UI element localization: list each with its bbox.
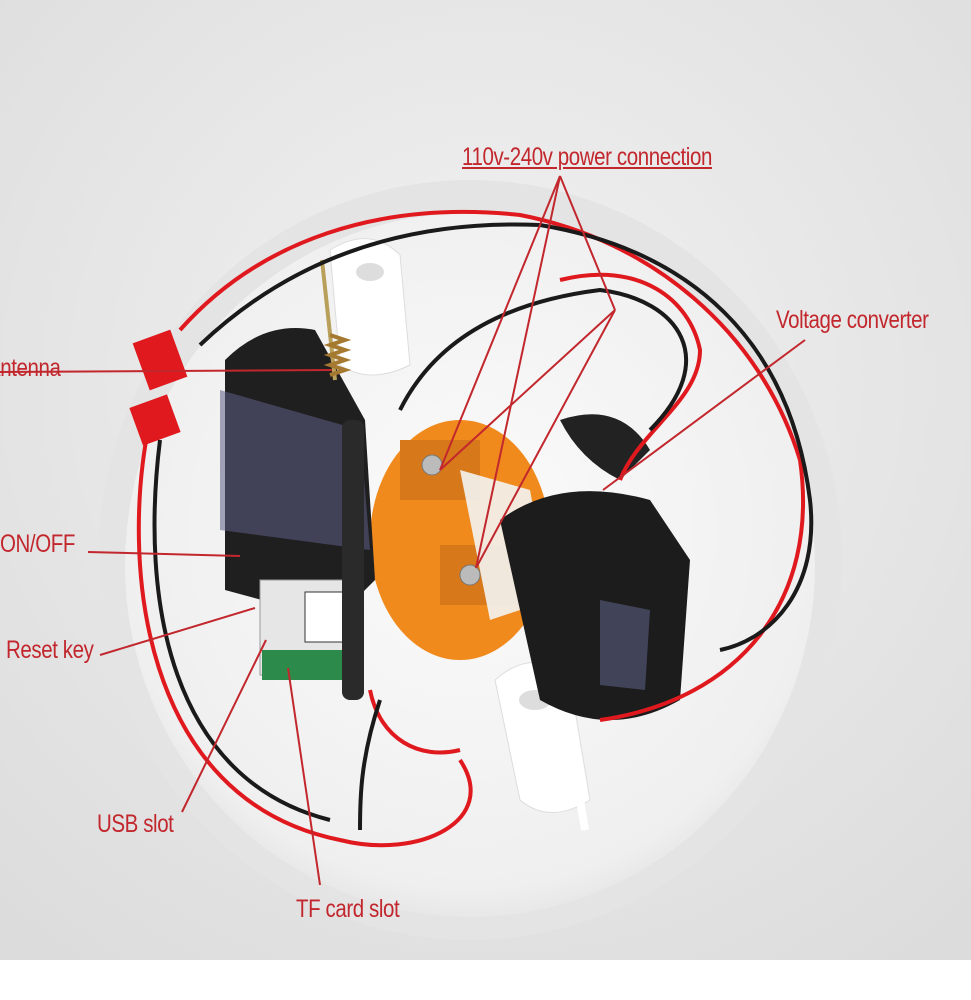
mic-cable	[342, 420, 364, 700]
wires	[136, 209, 814, 848]
label-power-connection: 110v-240v power connection	[462, 143, 712, 171]
label-voltage-converter: Voltage converter	[776, 306, 929, 334]
label-usb-slot: USB slot	[97, 810, 174, 838]
leader-lines	[0, 175, 806, 886]
label-antenna: Antenna	[0, 354, 61, 382]
label-reset-key: Reset key	[6, 636, 94, 664]
label-on-off: ON/OFF	[0, 530, 75, 558]
antenna	[320, 259, 337, 381]
mount-tab-top	[329, 238, 411, 376]
bottom-strip	[0, 960, 971, 1000]
label-tf-card-slot: TF card slot	[296, 895, 400, 923]
